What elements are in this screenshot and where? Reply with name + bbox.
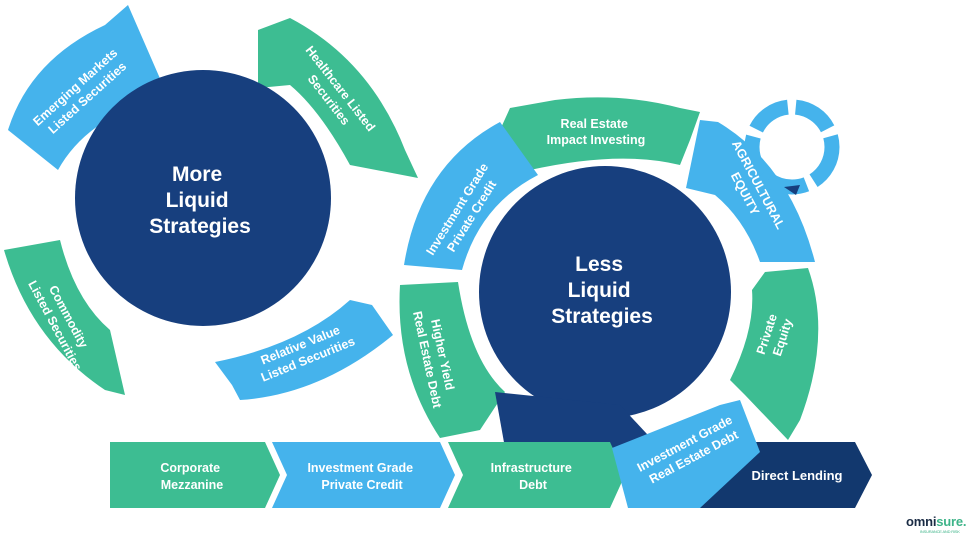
segment-higher-yield (399, 282, 505, 438)
segment-private-equity (730, 268, 819, 440)
omnisure-logo: omnisure. INSURANCE AND RISK (906, 514, 967, 534)
more-liquid-cycle (4, 5, 418, 400)
label-row-ig-private-credit: Investment Grade Private Credit (307, 461, 416, 492)
label-infrastructure-debt: Infrastructure Debt (491, 461, 576, 492)
less-liquid-title: Less Liquid Strategies (551, 253, 653, 328)
brand-name-a: omni (906, 514, 937, 529)
cycle-ring-icon (744, 99, 840, 195)
segment-relative-value (215, 300, 393, 400)
more-liquid-hub (75, 70, 331, 326)
brand-name-b: sure. (936, 514, 967, 529)
brand-tagline: INSURANCE AND RISK (920, 529, 960, 534)
segment-real-estate-impact (500, 97, 700, 170)
bottom-row (110, 400, 872, 508)
segment-commodity (4, 240, 125, 395)
less-liquid-hub (479, 166, 731, 418)
row-corporate-mezzanine (110, 442, 280, 508)
segment-emerging-markets (8, 5, 165, 170)
row-ig-private-credit (272, 442, 455, 508)
row-infrastructure-debt (448, 442, 625, 508)
less-liquid-cycle (399, 97, 819, 448)
segment-ig-re-debt (612, 400, 760, 508)
more-liquid-title: More Liquid Strategies (149, 163, 251, 238)
segment-ig-private-credit-ring (404, 122, 538, 270)
label-real-estate-impact: Real Estate Impact Investing (547, 117, 646, 147)
hub-base (495, 392, 660, 448)
label-direct-lending: Direct Lending (751, 468, 842, 483)
segment-healthcare (258, 18, 418, 178)
label-corporate-mezzanine: Corporate Mezzanine (160, 461, 223, 492)
segment-agricultural (686, 120, 815, 262)
